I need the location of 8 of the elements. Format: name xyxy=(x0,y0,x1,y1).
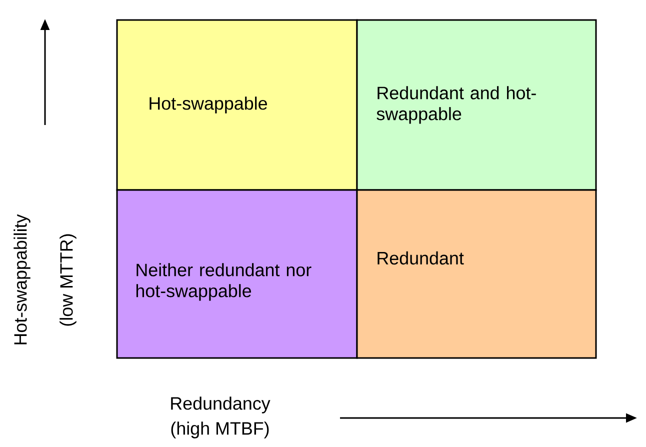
quadrant-box: Hot-swappable xyxy=(116,19,358,191)
axis-label: (low MTTR) xyxy=(60,234,76,326)
quadrant-box: Redundant xyxy=(356,189,597,359)
axis-label: Hot-swappability xyxy=(14,214,30,344)
axis-label: Redundancy xyxy=(171,396,270,414)
axis-label: (high MTBF) xyxy=(171,422,269,438)
quadrant-box: Redundant and hot-swappable xyxy=(356,19,597,191)
quadrant-box: Neither redundant nor hot-swappable xyxy=(116,189,358,359)
